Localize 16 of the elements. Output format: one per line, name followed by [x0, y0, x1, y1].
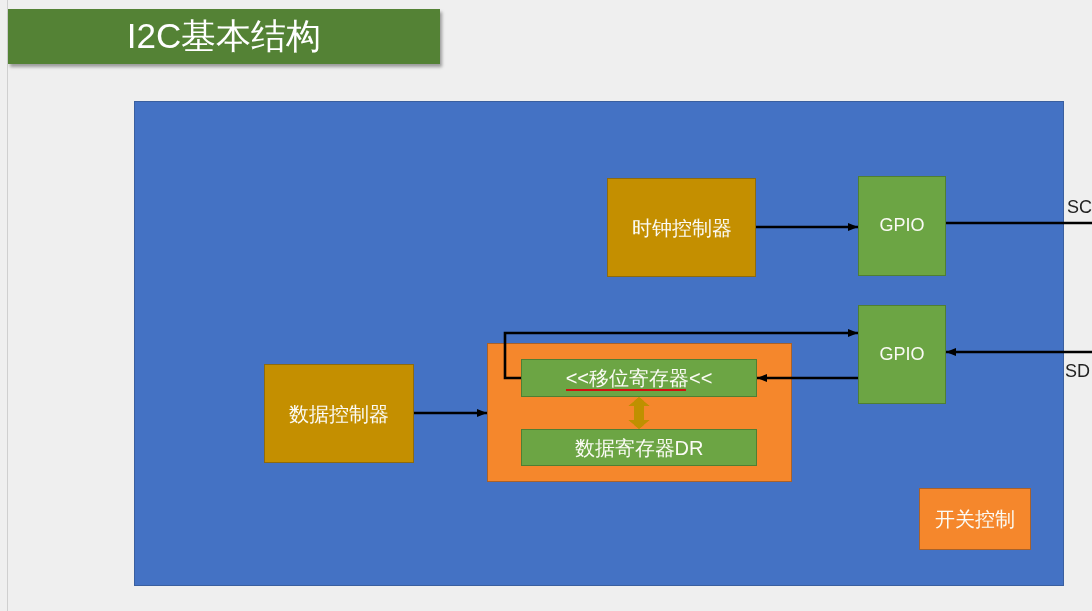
title-banner: I2C基本结构 [8, 9, 440, 64]
arrow [503, 329, 858, 380]
process-box: 数据寄存器DR [521, 429, 757, 466]
process-box: <<移位寄存器<< [521, 359, 757, 397]
panel [134, 101, 1064, 586]
process-box: GPIO [858, 305, 946, 404]
arrow [757, 374, 858, 382]
arrow [946, 348, 1092, 356]
process-box: 时钟控制器 [607, 178, 756, 277]
process-box: GPIO [858, 176, 946, 276]
arrow [414, 409, 487, 417]
arrow [756, 223, 858, 231]
double-arrow [628, 397, 650, 429]
group-box [487, 343, 792, 482]
process-box: 开关控制 [919, 488, 1031, 550]
process-box: 数据控制器 [264, 364, 414, 463]
